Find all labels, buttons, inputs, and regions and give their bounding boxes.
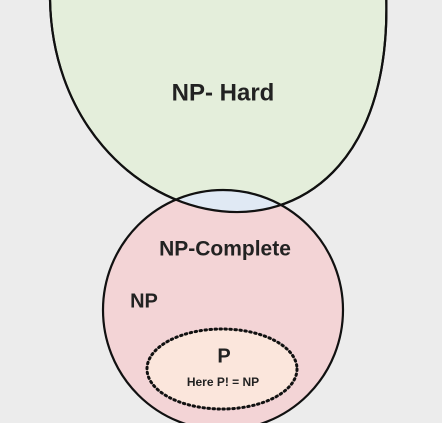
- np-complete-label: NP-Complete: [159, 238, 291, 261]
- np-label: NP: [130, 290, 158, 312]
- np-outline: [101, 188, 345, 423]
- p-note-label: Here P! = NP: [187, 375, 259, 389]
- p-label: P: [217, 345, 230, 367]
- np-hard-label: NP- Hard: [172, 79, 275, 106]
- np-hard-outline: [49, 0, 388, 213]
- p-region: [145, 327, 299, 411]
